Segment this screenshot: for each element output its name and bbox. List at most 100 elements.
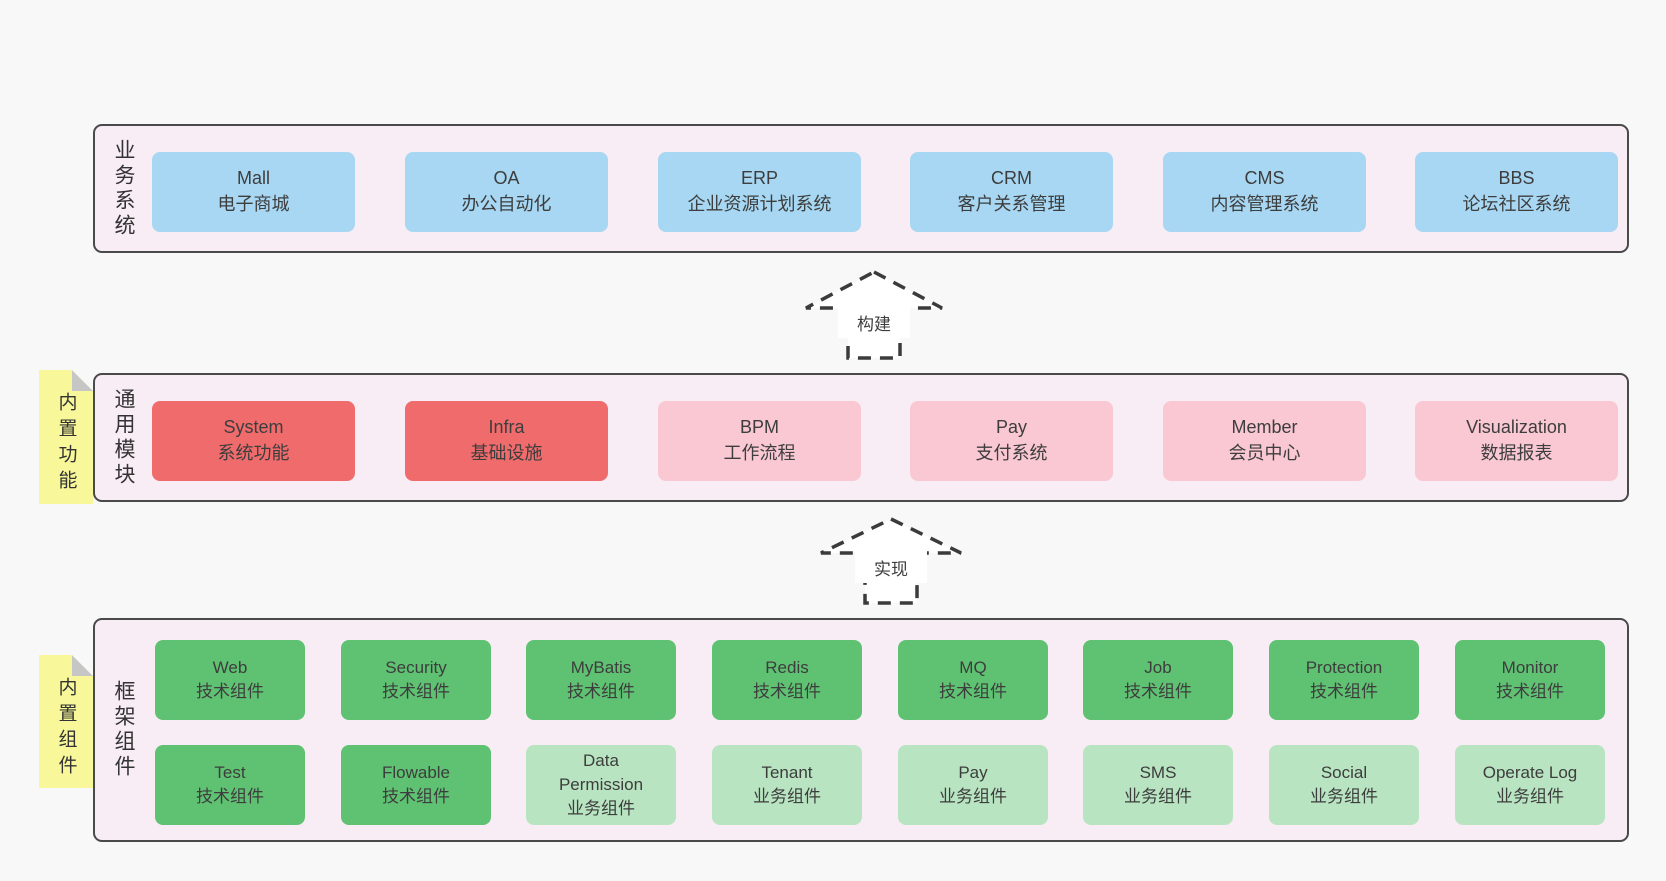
box-subtitle: 技术组件 [567, 682, 635, 701]
box-subtitle: 办公自动化 [461, 194, 552, 214]
box-subtitle: 技术组件 [1496, 682, 1564, 701]
box-subtitle: 业务组件 [939, 787, 1007, 806]
box-title: BPM [739, 417, 779, 438]
business-systems-band: 业务系统 Mall 电子商城 OA 办公自动化 ERP 企业资源计划系统 CRM… [93, 124, 1629, 253]
box-title: System [223, 417, 284, 438]
box-visualization: Visualization 数据报表 [1415, 401, 1618, 481]
box-subtitle: 业务组件 [1310, 787, 1378, 806]
box-social: Social 业务组件 [1269, 745, 1419, 825]
box-title: Redis [765, 658, 809, 678]
band-label: 业务系统 [112, 138, 135, 239]
box-title: Tenant [761, 763, 813, 783]
box-mall: Mall 电子商城 [152, 152, 355, 232]
box-subtitle: 基础设施 [470, 443, 543, 463]
sticky-note-built-in-components: 内置组件 [39, 655, 93, 788]
box-sms: SMS 业务组件 [1083, 745, 1233, 825]
box-cms: CMS 内容管理系统 [1163, 152, 1366, 232]
box-system: System 系统功能 [152, 401, 355, 481]
box-title: Security [385, 658, 447, 678]
box-crm: CRM 客户关系管理 [910, 152, 1113, 232]
sticky-note-built-in-features: 内置功能 [39, 370, 93, 504]
box-title: OA [493, 168, 520, 189]
box-title: Social [1320, 763, 1368, 783]
box-title: Monitor [1501, 658, 1559, 678]
build-arrow: 构建 [805, 270, 943, 360]
box-redis: Redis 技术组件 [712, 640, 862, 720]
box-web: Web 技术组件 [155, 640, 305, 720]
box-data-permission: Data Permission 业务组件 [526, 745, 676, 825]
box-subtitle: 技术组件 [382, 682, 450, 701]
box-member: Member 会员中心 [1163, 401, 1366, 481]
box-title: Member [1231, 417, 1298, 438]
box-subtitle: 技术组件 [939, 682, 1007, 701]
box-tenant: Tenant 业务组件 [712, 745, 862, 825]
box-title: Operate Log [1482, 763, 1578, 783]
box-subtitle: 业务组件 [567, 798, 635, 818]
box-mybatis: MyBatis 技术组件 [526, 640, 676, 720]
box-subtitle: 电子商城 [217, 194, 290, 214]
box-pay-system: Pay 支付系统 [910, 401, 1113, 481]
box-subtitle: 企业资源计划系统 [687, 194, 832, 214]
box-title: Visualization [1466, 417, 1567, 438]
box-flowable: Flowable 技术组件 [341, 745, 491, 825]
box-title: CRM [991, 168, 1032, 189]
box-infra: Infra 基础设施 [405, 401, 608, 481]
box-title: CMS [1244, 168, 1285, 189]
box-title: Infra [488, 417, 525, 438]
implement-arrow-label: 实现 [874, 560, 908, 579]
box-title: Flowable [381, 763, 451, 783]
box-subtitle: 技术组件 [196, 787, 264, 806]
box-mq: MQ 技术组件 [898, 640, 1048, 720]
box-bbs: BBS 论坛社区系统 [1415, 152, 1618, 232]
box-protection: Protection 技术组件 [1269, 640, 1419, 720]
box-bpm: BPM 工作流程 [658, 401, 861, 481]
box-monitor: Monitor 技术组件 [1455, 640, 1605, 720]
box-title: Test [214, 763, 246, 783]
sticky-note-label: 内置功能 [55, 392, 77, 496]
band-label: 框架组件 [112, 680, 135, 780]
implement-arrow: 实现 [820, 517, 962, 605]
band-label: 通用模块 [112, 387, 135, 488]
box-security: Security 技术组件 [341, 640, 491, 720]
box-subtitle: 业务组件 [1124, 787, 1192, 806]
folded-corner [72, 655, 93, 676]
box-subtitle: 技术组件 [753, 682, 821, 701]
box-title: Web [212, 658, 248, 678]
box-job: Job 技术组件 [1083, 640, 1233, 720]
box-subtitle: 技术组件 [382, 787, 450, 806]
box-operate-log: Operate Log 业务组件 [1455, 745, 1605, 825]
common-modules-band: 通用模块 System 系统功能 Infra 基础设施 BPM 工作流程 Pay… [93, 373, 1629, 502]
box-title: MyBatis [570, 658, 632, 678]
box-oa: OA 办公自动化 [405, 152, 608, 232]
box-subtitle: 业务组件 [753, 787, 821, 806]
box-subtitle: 内容管理系统 [1210, 194, 1319, 214]
box-title: Mall [236, 168, 270, 189]
box-title: SMS [1139, 763, 1177, 783]
box-erp: ERP 企业资源计划系统 [658, 152, 861, 232]
box-subtitle: 论坛社区系统 [1462, 194, 1571, 214]
box-subtitle: 支付系统 [975, 443, 1048, 463]
folded-corner [72, 370, 93, 391]
box-subtitle: 客户关系管理 [957, 194, 1066, 214]
box-title: BBS [1498, 168, 1535, 189]
box-subtitle: 数据报表 [1480, 443, 1553, 463]
sticky-note-label: 内置组件 [55, 676, 77, 781]
build-arrow-label: 构建 [857, 315, 891, 334]
box-title: Data Permission [558, 751, 644, 795]
box-title: Pay [995, 417, 1028, 438]
box-title: Pay [958, 763, 988, 783]
box-title: MQ [959, 658, 987, 678]
box-title: Protection [1305, 658, 1383, 678]
box-subtitle: 技术组件 [196, 682, 264, 701]
box-test: Test 技术组件 [155, 745, 305, 825]
box-title: ERP [740, 168, 778, 189]
box-subtitle: 工作流程 [723, 443, 796, 463]
box-subtitle: 技术组件 [1124, 682, 1192, 701]
box-subtitle: 系统功能 [217, 443, 290, 463]
box-subtitle: 技术组件 [1310, 682, 1378, 701]
framework-components-band: 框架组件 Web 技术组件 Security 技术组件 MyBatis 技术组件… [93, 618, 1629, 842]
box-subtitle: 业务组件 [1496, 787, 1564, 806]
box-title: Job [1144, 658, 1172, 678]
box-pay-component: Pay 业务组件 [898, 745, 1048, 825]
